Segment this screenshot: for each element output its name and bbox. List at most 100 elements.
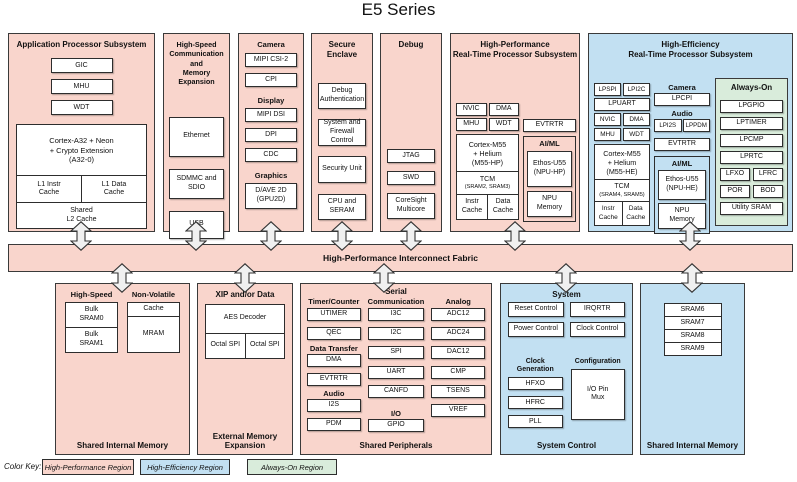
block-evtrtr: EVTRTR xyxy=(307,372,361,386)
block-bulk-sram0: Bulk SRAM0 xyxy=(65,302,118,328)
block-dave-2d-gpu2d: D/AVE 2D(GPU2D) xyxy=(245,183,297,209)
interconnect-fabric: High-Performance Interconnect Fabric xyxy=(8,244,793,272)
configuration-column: Configuration I/O Pin Mux xyxy=(570,358,625,429)
block-lptimer: LPTIMER xyxy=(720,116,783,130)
display-header: Display xyxy=(257,96,285,105)
color-key-label: Color Key: xyxy=(4,462,42,471)
block-lpspi: LPSPI xyxy=(594,83,621,96)
periph-col-serial: Communication I3C I2C SPI UART CANFD I/O… xyxy=(367,296,425,432)
block-dma: DMA xyxy=(307,353,361,367)
region-application-processor-subsystem: Application Processor Subsystem GIC MHU … xyxy=(8,33,155,232)
bidirectional-arrow xyxy=(234,263,256,293)
block-vref: VREF xyxy=(431,403,486,417)
timer-counter-header: Timer/Counter xyxy=(308,296,360,306)
block-nvic: NVIC xyxy=(594,113,621,126)
block-spi: SPI xyxy=(367,345,425,359)
block-lpi2c: LPI2C xyxy=(623,83,650,96)
block-gpio: GPIO xyxy=(367,418,425,432)
region-footer: Shared Internal Memory xyxy=(76,440,169,450)
block-bulk-sram1: Bulk SRAM1 xyxy=(65,327,118,353)
block-adc12: ADC12 xyxy=(431,307,486,321)
data-transfer-header: Data Transfer xyxy=(309,343,358,353)
serial-header: Serial xyxy=(385,287,407,296)
block-cpi: CPI xyxy=(245,73,297,87)
bidirectional-arrow xyxy=(185,221,207,251)
he-aiml-column: Camera LPCPI Audio LPI2S LPPDM EVTRTR AI… xyxy=(654,83,710,234)
bidirectional-arrow xyxy=(555,263,577,293)
block-wdt: WDT xyxy=(488,118,519,131)
periph-col-analog: Analog ADC12 ADC24 DAC12 CMP TSENS VREF xyxy=(431,296,486,432)
region-always-on: Always-On LPGPIO LPTIMER LPCMP LPRTC LFX… xyxy=(715,78,788,226)
block-utility-sram: Utility SRAM xyxy=(720,201,783,215)
block-sram9: SRAM9 xyxy=(663,342,722,356)
periph-col-timer: Timer/Counter UTIMER QEC Data Transfer D… xyxy=(307,297,361,432)
block-dma: DMA xyxy=(488,103,519,116)
block-i2s: I2S xyxy=(307,398,361,412)
block-coresight-multicore: CoreSight Multicore xyxy=(387,193,435,219)
block-sdmmc-sdio: SDMMC and SDIO xyxy=(169,168,224,199)
region-title: Debug xyxy=(398,40,424,49)
region-footer: Shared Internal Memory xyxy=(646,440,739,450)
block-lpi2s: LPI2S xyxy=(654,119,682,132)
block-tcm-sram4-sram5: TCM (SRAM4, SRAM5) xyxy=(594,179,650,202)
region-title: High-Performance Real-Time Processor Sub… xyxy=(452,40,578,60)
analog-header: Analog xyxy=(445,296,471,306)
block-sram6: SRAM6 xyxy=(663,303,722,317)
region-camera-display-graphics: Camera MIPI CSI-2 CPI Display MIPI DSI D… xyxy=(238,33,304,232)
block-cortex-a32: Cortex-A32 + Neon + Crypto Extension (A3… xyxy=(16,124,147,177)
block-sram7: SRAM7 xyxy=(663,316,722,330)
block-cortex-m55-he: Cortex-M55 + Helium (M55-HE) xyxy=(594,144,650,180)
block-sram8: SRAM8 xyxy=(663,329,722,343)
block-pll: PLL xyxy=(508,415,563,429)
block-power-control: Power Control xyxy=(508,321,564,337)
block-ethos-u55-np-hp: Ethos-U55(NPU-HP) xyxy=(527,151,572,187)
block-evtrtr: EVTRTR xyxy=(523,119,576,132)
block-mram: MRAM xyxy=(127,316,180,353)
block-tsens: TSENS xyxy=(431,384,486,398)
block-evtrtr: EVTRTR xyxy=(654,138,710,151)
block-lpuart: LPUART xyxy=(594,98,650,111)
he-m55-cluster: LPSPI LPI2C LPUART NVIC DMA MHU WDT Cort… xyxy=(594,83,650,226)
camera-header: Camera xyxy=(668,83,696,92)
block-mhu: MHU xyxy=(456,118,487,131)
block-gic: GIC xyxy=(50,58,113,74)
region-shared-peripherals: Serial Timer/Counter UTIMER QEC Data Tra… xyxy=(300,283,492,455)
bidirectional-arrow xyxy=(111,263,133,293)
block-irqrtr: IRQRTR xyxy=(569,301,625,317)
block-instr-cache: Instr Cache xyxy=(456,194,488,220)
bidirectional-arrow xyxy=(331,221,353,251)
block-system-firewall-control: System and Firewall Control xyxy=(318,118,366,146)
color-key-high-efficiency: High-Efficiency Region xyxy=(140,459,230,475)
non-volatile-header: Non-Volatile xyxy=(131,290,176,299)
block-lpcmp: LPCMP xyxy=(720,133,783,147)
block-cache: Cache xyxy=(127,302,180,317)
block-lfrc: LFRC xyxy=(753,167,783,181)
region-footer: System Control xyxy=(536,440,597,450)
communication-header: Communication xyxy=(367,296,425,306)
block-bod: BOD xyxy=(753,184,783,198)
block-jtag: JTAG xyxy=(387,149,435,163)
block-mhu: MHU xyxy=(594,128,621,141)
block-aes-decoder: AES Decoder xyxy=(205,303,285,334)
hp-aiml-column: EVTRTR AI/ML Ethos-U55(NPU-HP) NPU Memor… xyxy=(523,119,576,222)
block-io-pin-mux: I/O Pin Mux xyxy=(570,368,625,420)
block-i2c: I2C xyxy=(367,326,425,340)
bidirectional-arrow xyxy=(681,263,703,293)
block-mipi-dsi: MIPI DSI xyxy=(245,108,297,122)
block-wdt: WDT xyxy=(50,100,113,116)
aiml-container: AI/ML Ethos-U55(NPU-HE) NPU Memory xyxy=(654,156,710,234)
region-he-realtime-subsystem: High-Efficiency Real-Time Processor Subs… xyxy=(588,33,793,234)
block-swd: SWD xyxy=(387,171,435,185)
block-security-unit: Security Unit xyxy=(318,155,366,183)
block-lpcpi: LPCPI xyxy=(654,93,710,106)
block-por: POR xyxy=(720,184,750,198)
region-debug: Debug JTAG SWD CoreSight Multicore xyxy=(380,33,442,232)
block-lppdm: LPPDM xyxy=(682,119,710,132)
page-title: E5 Series xyxy=(361,0,436,19)
block-wdt: WDT xyxy=(623,128,650,141)
region-title: High-Speed Communication and Memory Expa… xyxy=(169,40,224,87)
block-reset-control: Reset Control xyxy=(508,301,564,317)
